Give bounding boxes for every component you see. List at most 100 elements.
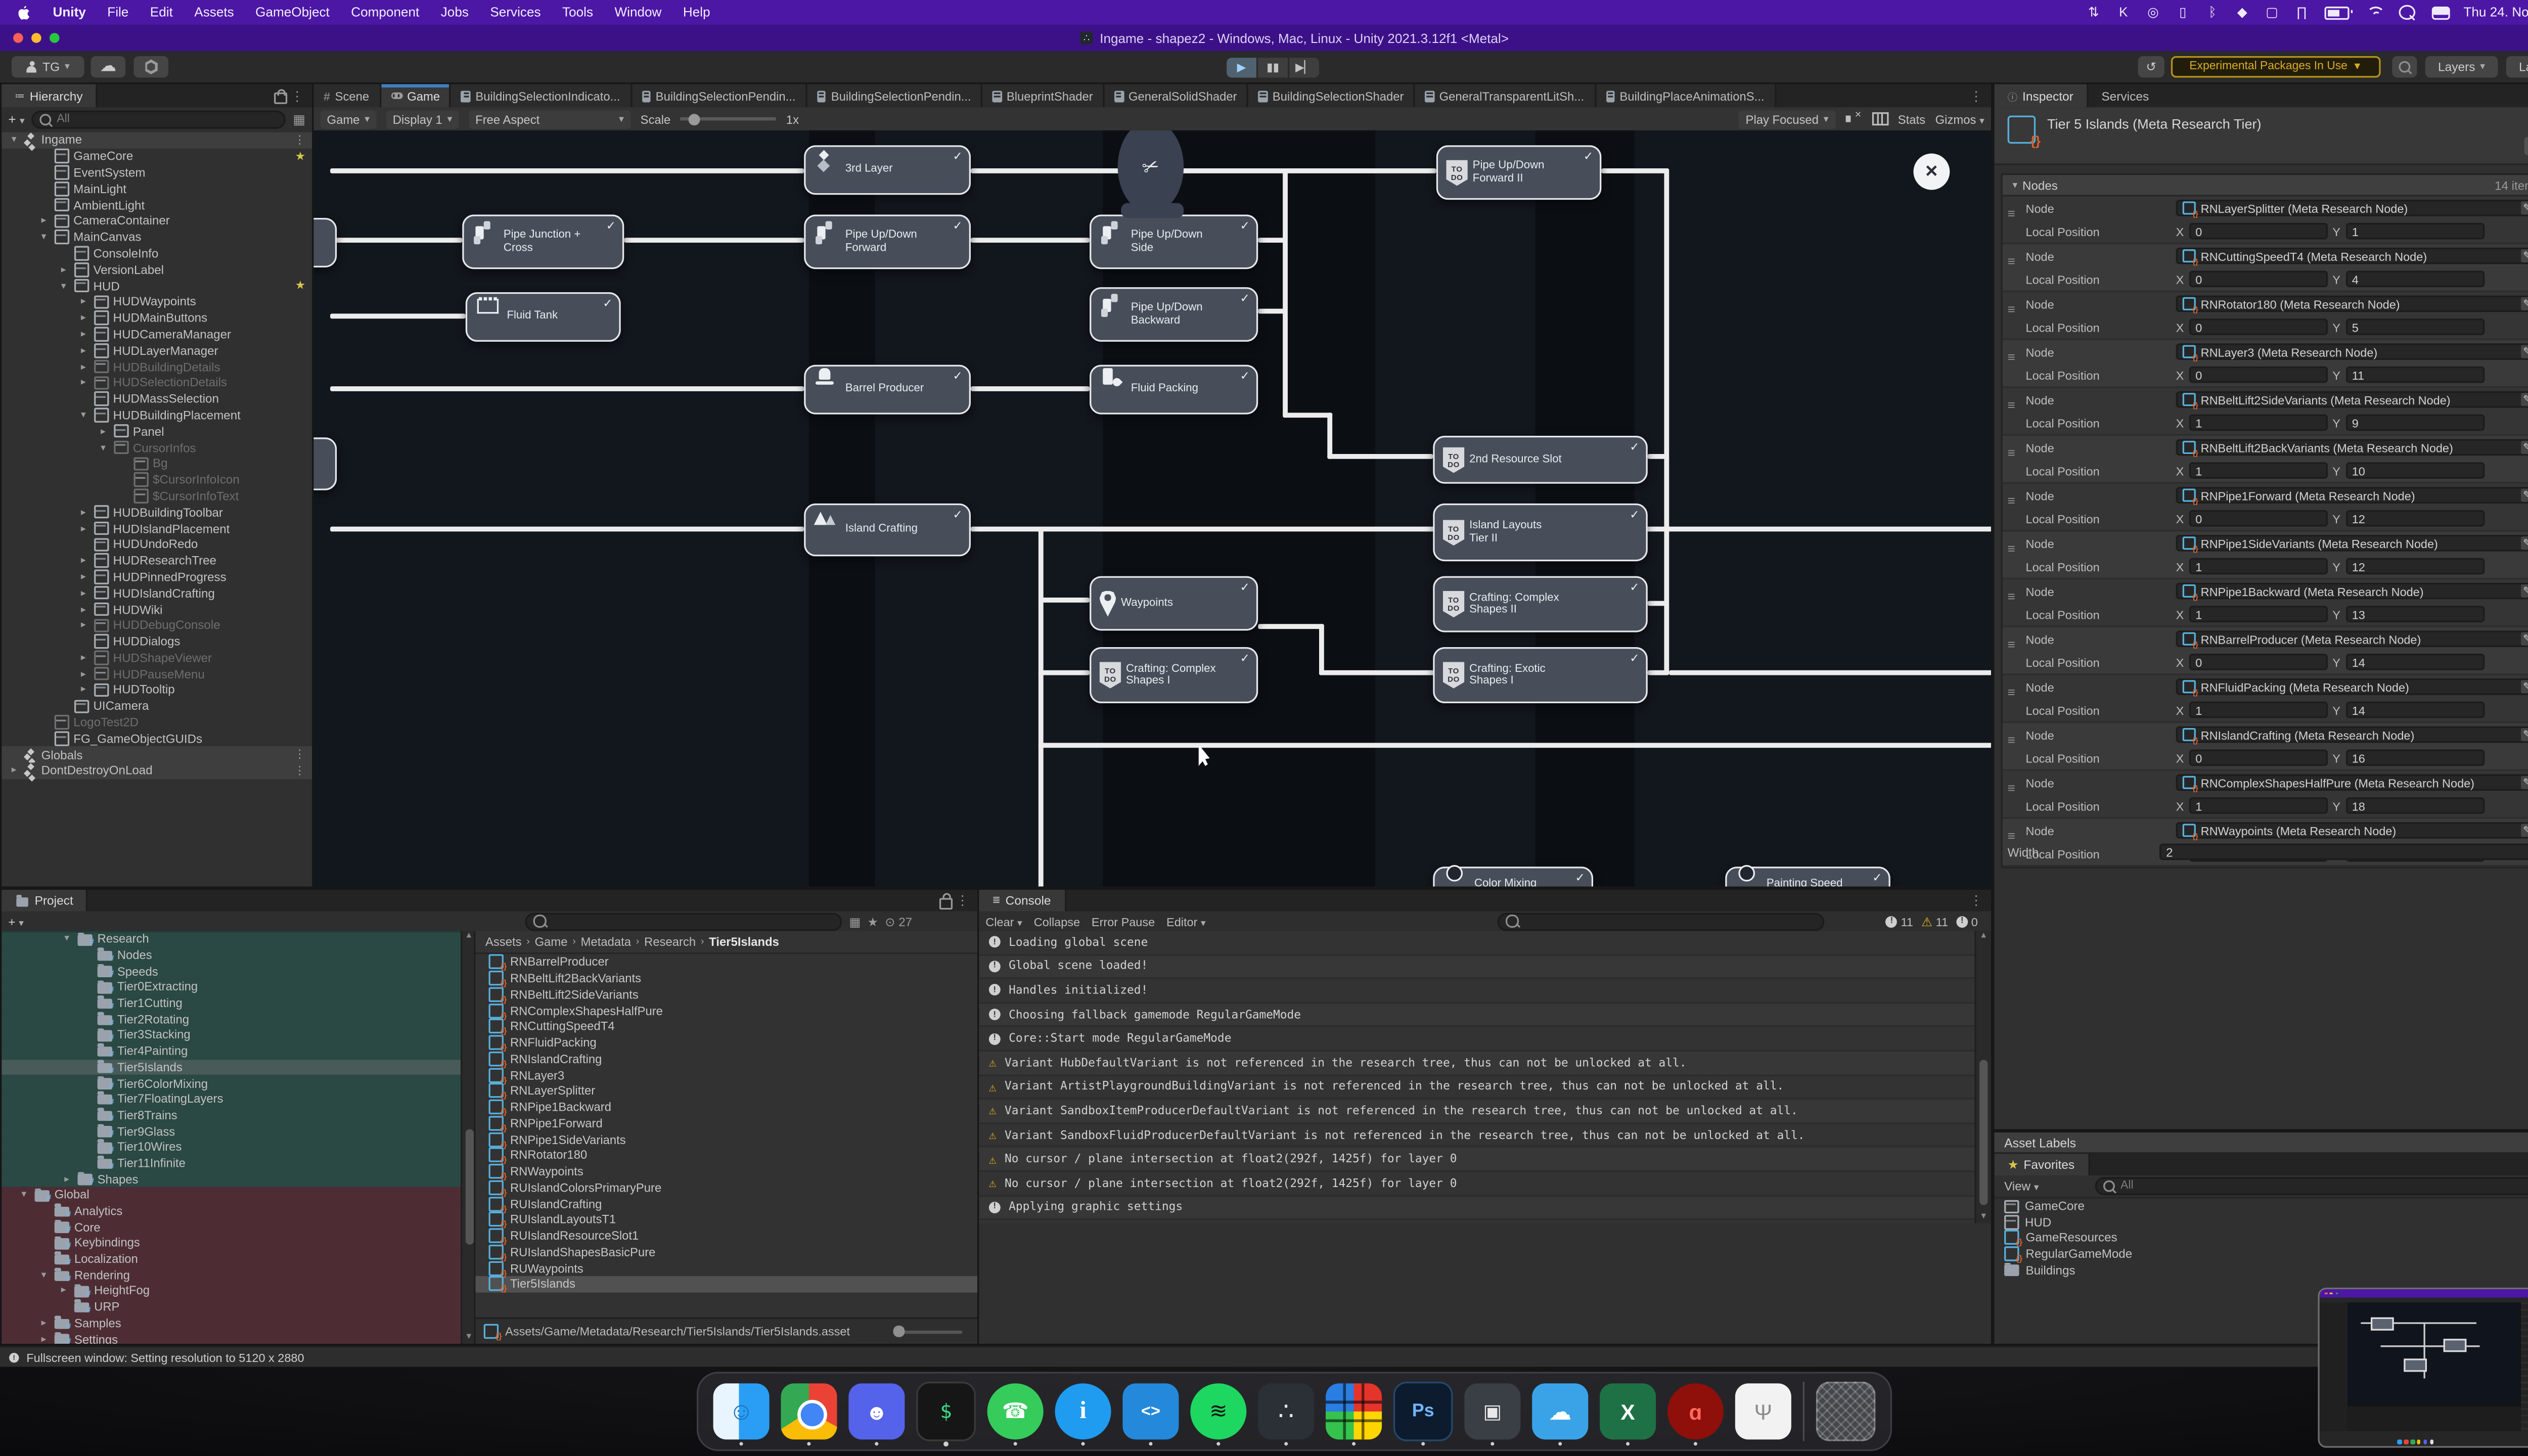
error-pause-button[interactable]: Error Pause	[1091, 914, 1155, 929]
project-folder-row[interactable]: Tier2Rotating	[2, 1011, 461, 1027]
drag-handle[interactable]: ≡	[2007, 206, 2015, 221]
view-tab[interactable]: BuildingSelectionPendin...	[807, 84, 983, 108]
hierarchy-row[interactable]: $CursorInfoIcon	[2, 472, 312, 488]
research-node[interactable]	[313, 218, 337, 267]
research-node[interactable]: Island Crafting ✓	[804, 503, 971, 557]
x-field[interactable]: 0	[2189, 222, 2328, 240]
project-folder-row[interactable]: Localization	[2, 1251, 461, 1267]
minimize-window-button[interactable]	[31, 33, 41, 43]
edit-icon[interactable]: ✎	[2520, 632, 2528, 646]
utility[interactable]: Ψ	[1735, 1383, 1791, 1440]
view-tab[interactable]: GeneralSolidShader	[1104, 84, 1249, 108]
phone-icon[interactable]: ▯	[2179, 5, 2187, 20]
asset-row[interactable]: RNCuttingSpeedT4	[475, 1019, 977, 1037]
expand-arrow-icon[interactable]: ▸	[80, 621, 86, 631]
blue-circle-app[interactable]: i ●	[1055, 1383, 1111, 1449]
view-tab[interactable]: BuildingSelectionIndicato...	[452, 84, 632, 108]
node-object-field[interactable]: RNIslandCrafting (Meta Research Node) ✎ …	[2176, 726, 2528, 744]
expand-arrow-icon[interactable]: ▸	[80, 508, 86, 518]
project-folder-row[interactable]: Core	[2, 1219, 461, 1235]
edit-icon[interactable]: ✎	[2520, 249, 2528, 263]
project-folder-row[interactable]: Tier3Stacking	[2, 1027, 461, 1043]
stats-button[interactable]: Stats	[1898, 111, 1926, 126]
y-field[interactable]: 1	[2345, 222, 2484, 240]
drag-handle[interactable]: ≡	[2007, 541, 2015, 557]
expand-arrow-icon[interactable]: ▸	[80, 297, 86, 308]
console-tab[interactable]: ≣Console	[979, 889, 1066, 912]
favorites-tab[interactable]: ★Favorites	[1994, 1154, 2090, 1175]
asset-row[interactable]: RNPipe1SideVariants	[475, 1131, 977, 1150]
edit-icon[interactable]: ✎	[2520, 440, 2528, 454]
expand-arrow-icon[interactable]: ▸	[80, 556, 86, 567]
drag-handle[interactable]: ≡	[2007, 829, 2015, 844]
picker-icon[interactable]: ▦	[293, 112, 306, 127]
finder[interactable]: ☺ ●	[713, 1383, 770, 1448]
hierarchy-tab[interactable]: ≔Hierarchy	[2, 84, 98, 108]
hierarchy-row[interactable]: ▸ HUDWiki	[2, 601, 312, 617]
row-badge-icon[interactable]: ★	[295, 281, 306, 293]
edit-icon[interactable]: ✎	[2520, 680, 2528, 694]
zoom-window-button[interactable]	[49, 33, 60, 43]
edit-icon[interactable]: ✎	[2520, 584, 2528, 598]
drag-handle[interactable]: ≡	[2007, 302, 2015, 317]
console-log-row[interactable]: ! Loading global scene	[979, 931, 1976, 956]
expand-arrow-icon[interactable]: ▾	[80, 411, 86, 421]
drag-handle[interactable]: ≡	[2007, 493, 2015, 509]
view-tab[interactable]: BuildingSelectionPendin...	[631, 84, 807, 108]
console-log-row[interactable]: ! Fullscreen window: Setting resolution …	[979, 1220, 1976, 1223]
x-field[interactable]: 1	[2189, 462, 2328, 479]
x-field[interactable]: 0	[2189, 366, 2328, 383]
project-folder-row[interactable]: ▸ Samples	[2, 1314, 461, 1331]
expand-arrow-icon[interactable]: ▸	[80, 524, 86, 534]
node-object-field[interactable]: RNBeltLift2SideVariants (Meta Research N…	[2176, 391, 2528, 408]
hierarchy-row[interactable]: ▸ HUDCameraManager	[2, 326, 312, 342]
hierarchy-row[interactable]: ▾ CursorInfos	[2, 439, 312, 456]
drag-handle[interactable]: ≡	[2007, 733, 2015, 748]
asset-row[interactable]: RUIslandResourceSlot1	[475, 1228, 977, 1247]
asset-row[interactable]: RNLayer3	[475, 1067, 977, 1085]
drag-handle[interactable]: ≡	[2007, 589, 2015, 605]
edit-icon[interactable]: ✎	[2520, 536, 2528, 550]
hub-3d[interactable]: ▣ ●	[1464, 1383, 1521, 1448]
hierarchy-row[interactable]: ▸ CameraContainer	[2, 213, 312, 229]
console-log-row[interactable]: ⚠ No cursor / plane intersection at floa…	[979, 1172, 1976, 1196]
research-node[interactable]: Pipe Junction +Cross ✓	[462, 214, 624, 269]
hierarchy-row[interactable]: ▸ HUDPauseMenu	[2, 666, 312, 682]
x-field[interactable]: 0	[2189, 270, 2328, 288]
rubiks-cube[interactable]: ●	[1326, 1383, 1382, 1448]
step-button[interactable]: ▶▏	[1289, 57, 1319, 77]
expand-arrow-icon[interactable]: ▸	[11, 766, 17, 777]
row-badge-icon[interactable]: ⋮	[294, 135, 306, 147]
asset-row[interactable]: RNLayerSplitter	[475, 1083, 977, 1102]
row-badge-icon[interactable]: ★	[295, 151, 306, 163]
expand-arrow-icon[interactable]: ▸	[80, 686, 86, 696]
y-field[interactable]: 12	[2345, 510, 2484, 527]
airpods-icon[interactable]: ∏	[2296, 5, 2308, 20]
expand-arrow-icon[interactable]: ▸	[64, 1174, 70, 1185]
menu-item[interactable]: Component	[351, 5, 420, 20]
hidden-packages-count[interactable]: ⊙ 27	[885, 914, 913, 929]
asset-row[interactable]: RNBeltLift2BackVariants	[475, 970, 977, 989]
node-object-field[interactable]: RNBeltLift2BackVariants (Meta Research N…	[2176, 439, 2528, 457]
x-field[interactable]: 1	[2189, 797, 2328, 814]
node-object-field[interactable]: RNLayer3 (Meta Research Node) ✎ ⊙	[2176, 343, 2528, 360]
expand-arrow-icon[interactable]: ▸	[80, 313, 86, 324]
hierarchy-row[interactable]: Globals ⋮	[2, 746, 312, 763]
row-badge-icon[interactable]: ⋮	[294, 750, 306, 761]
hierarchy-row[interactable]: HUDMassSelection	[2, 391, 312, 407]
project-folder-row[interactable]: Tier7FloatingLayers	[2, 1090, 461, 1107]
project-tab[interactable]: Project	[2, 889, 88, 912]
asset-label-item[interactable]: HUD	[1994, 1214, 2528, 1230]
drag-handle[interactable]: ≡	[2007, 637, 2015, 652]
warning-count[interactable]: ⚠11	[1921, 914, 1949, 929]
info-count[interactable]: !11	[1886, 914, 1913, 929]
acrobat[interactable]: ɑ ●	[1667, 1383, 1724, 1448]
width-field[interactable]: 2	[2159, 843, 2528, 860]
asset-row[interactable]: RNFluidPacking	[475, 1035, 977, 1054]
asset-label-item[interactable]: GameResources	[1994, 1230, 2528, 1249]
edit-icon[interactable]: ✎	[2520, 728, 2528, 742]
